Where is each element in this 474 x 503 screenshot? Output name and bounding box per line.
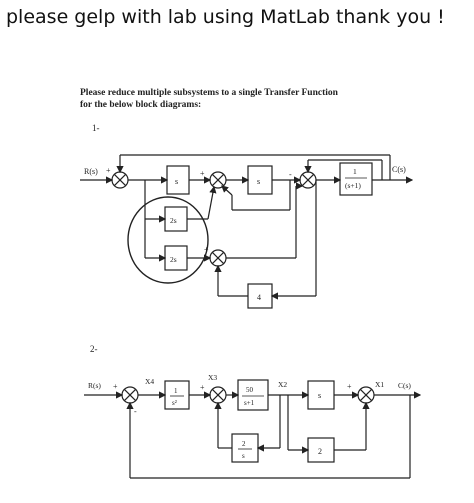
d1-annotation-circle xyxy=(127,196,209,284)
d1-summing-junction-2 xyxy=(209,171,227,189)
diagram-2: 2- R(s) C(s) X4 X3 X2 X1 + 1 s² + 50 xyxy=(84,344,422,479)
d2-summing-junction-2 xyxy=(209,386,227,404)
post-title: please gelp with lab using MatLab thank … xyxy=(6,6,445,28)
svg-text:s: s xyxy=(257,177,260,186)
diagram-1-label: 1- xyxy=(92,123,100,133)
d2-output-label: C(s) xyxy=(398,381,411,390)
svg-text:+: + xyxy=(200,383,205,392)
svg-text:(s+1): (s+1) xyxy=(345,181,361,190)
d1-summing-junction-4 xyxy=(209,249,227,267)
instructions-line-2: for the below block diagrams: xyxy=(80,100,201,110)
svg-text:1: 1 xyxy=(353,167,357,176)
diagram-1: 1- R(s) C(s) + s + s - xyxy=(80,123,414,309)
svg-text:+: + xyxy=(204,245,209,254)
svg-text:X1: X1 xyxy=(375,380,384,389)
svg-text:-: - xyxy=(289,170,292,179)
instructions-line-1: Please reduce multiple subsystems to a s… xyxy=(80,88,339,98)
svg-text:4: 4 xyxy=(257,293,261,302)
svg-text:s+1: s+1 xyxy=(244,399,255,407)
svg-text:s: s xyxy=(175,177,178,186)
svg-text:+: + xyxy=(113,382,118,391)
d2-block-2-over-s xyxy=(231,433,259,463)
svg-text:X3: X3 xyxy=(208,373,217,382)
svg-text:+: + xyxy=(347,382,352,391)
svg-text:-: - xyxy=(134,407,137,416)
svg-text:1: 1 xyxy=(174,387,178,395)
svg-text:2: 2 xyxy=(242,440,246,448)
svg-text:+: + xyxy=(200,169,205,178)
d1-summing-junction-1 xyxy=(111,171,129,189)
svg-text:X2: X2 xyxy=(278,380,287,389)
d1-output-label: C(s) xyxy=(392,165,406,174)
d1-input-label: R(s) xyxy=(84,167,98,176)
svg-text:50: 50 xyxy=(246,386,254,394)
svg-text:s: s xyxy=(318,391,321,400)
svg-text:2s: 2s xyxy=(170,216,177,225)
d2-summing-junction-3 xyxy=(357,386,375,404)
d1-summing-junction-3 xyxy=(299,171,317,189)
d2-input-label: R(s) xyxy=(88,381,101,390)
diagram-2-label: 2- xyxy=(90,344,98,354)
svg-text:+: + xyxy=(106,166,111,175)
svg-text:2: 2 xyxy=(318,447,322,456)
svg-text:X4: X4 xyxy=(145,377,154,386)
d2-summing-junction-1 xyxy=(121,386,139,404)
d1-block-transfer-function xyxy=(339,162,373,196)
svg-text:2s: 2s xyxy=(170,255,177,264)
svg-text:s²: s² xyxy=(172,399,177,407)
d2-block-1-over-s2 xyxy=(164,380,190,410)
svg-text:s: s xyxy=(242,452,245,460)
